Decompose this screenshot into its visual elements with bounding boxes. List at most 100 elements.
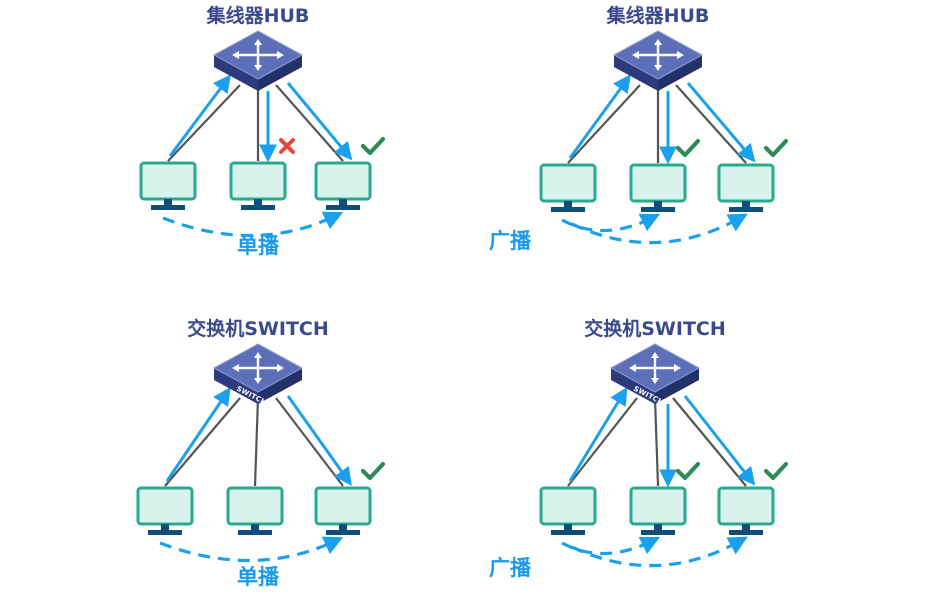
monitor-stand (151, 205, 185, 210)
arrow-up (165, 387, 231, 482)
device-arrowhead-right (277, 51, 284, 59)
link-line (672, 397, 747, 487)
device-side-right (655, 368, 699, 404)
pc-monitor (717, 486, 775, 535)
device-arrow-heads (632, 39, 684, 71)
monitor-stand (641, 207, 675, 212)
device-arrowhead-left (632, 51, 639, 59)
arrow-down (286, 82, 353, 161)
cross-icon (279, 138, 295, 154)
pc-monitor (136, 486, 194, 535)
pc-monitor (139, 161, 197, 210)
monitor-neck (742, 201, 750, 207)
monitor-screen (629, 163, 687, 203)
monitor-neck (161, 524, 169, 530)
monitor-screen (136, 486, 194, 526)
check-icon (763, 138, 789, 158)
switch-device: SWITCH (212, 343, 304, 407)
arrow-up (568, 386, 628, 482)
monitor-stand (729, 530, 763, 535)
device-side-left (214, 55, 258, 91)
monitor-stand (641, 530, 675, 535)
mode-label-hub-broadcast: 广播 (489, 229, 532, 253)
check-icon (360, 136, 386, 156)
device-side-left (611, 368, 655, 404)
device-arrowhead-up (254, 39, 262, 45)
device-side-left (214, 368, 258, 404)
monitor-stand (551, 207, 585, 212)
link-line (275, 84, 344, 162)
monitor-stand (148, 530, 182, 535)
monitor-stand (551, 530, 585, 535)
cross-stroke-2 (279, 138, 295, 154)
device-arrow-heads (629, 352, 681, 384)
link-line (253, 397, 260, 487)
monitor-neck (164, 199, 172, 205)
pc-monitor (717, 163, 775, 212)
mode-label-switch-broadcast: 广播 (489, 556, 532, 580)
pc-monitor (539, 163, 597, 212)
dashed-arrow-unicast (162, 211, 344, 238)
device-arrow-heads (232, 39, 284, 71)
monitor-screen (139, 161, 197, 201)
device-arrows-icon (636, 42, 680, 68)
monitor-screen (314, 161, 372, 201)
arrow-down (286, 395, 352, 486)
monitor-neck (339, 524, 347, 530)
hub-device (612, 30, 704, 91)
dashed-arrow-broadcast-far (571, 536, 748, 568)
device-arrowhead-down (254, 378, 262, 384)
monitor-stand (241, 205, 275, 210)
device-arrowhead-down (654, 65, 662, 71)
monitor-screen (226, 486, 284, 526)
monitor-neck (564, 524, 572, 530)
device-arrows-icon (633, 355, 677, 381)
device-arrowhead-up (654, 39, 662, 45)
monitor-neck (339, 199, 347, 205)
device-arrowhead-left (232, 51, 239, 59)
device-side-right (258, 55, 302, 91)
panel-title-hub-broadcast: 集线器HUB (606, 4, 710, 27)
monitor-screen (717, 163, 775, 203)
device-arrowhead-left (232, 364, 239, 372)
device-arrowhead-right (277, 364, 284, 372)
mode-label-hub-unicast: 单播 (237, 234, 280, 258)
monitor-stand (326, 205, 360, 210)
device-arrowhead-down (651, 378, 659, 384)
mode-label-switch-unicast: 单播 (237, 565, 280, 589)
pc-monitor (229, 161, 287, 210)
link-line (164, 397, 241, 487)
pc-monitor (226, 486, 284, 535)
monitor-screen (314, 486, 372, 526)
arrow-up (568, 74, 631, 159)
device-arrowhead-right (677, 51, 684, 59)
arrow-up (168, 74, 232, 157)
monitor-neck (654, 201, 662, 207)
link-line (653, 397, 660, 487)
dashed-arrow-unicast (159, 536, 344, 563)
monitor-screen (539, 163, 597, 203)
arrow-down (686, 82, 756, 163)
check-icon (675, 461, 701, 481)
panel-title-switch-unicast: 交换机SWITCH (187, 317, 329, 340)
device-side-right (258, 368, 302, 404)
pc-monitor (539, 486, 597, 535)
link-line (167, 84, 241, 162)
device-side-left (614, 55, 658, 91)
dashed-arrow-broadcast-near (561, 213, 661, 233)
link-line (567, 84, 641, 164)
pc-monitor (314, 486, 372, 535)
pc-monitor (629, 163, 687, 212)
link-line (567, 397, 638, 487)
monitor-neck (564, 201, 572, 207)
monitor-screen (717, 486, 775, 526)
device-arrowhead-up (254, 352, 262, 358)
device-arrowhead-down (254, 65, 262, 71)
monitor-neck (742, 524, 750, 530)
arrow-down (683, 395, 756, 486)
panel-3: SWITCH (539, 343, 789, 568)
pc-monitor (314, 161, 372, 210)
monitor-stand (326, 530, 360, 535)
device-arrowhead-left (629, 364, 636, 372)
device-arrow-heads (232, 352, 284, 384)
